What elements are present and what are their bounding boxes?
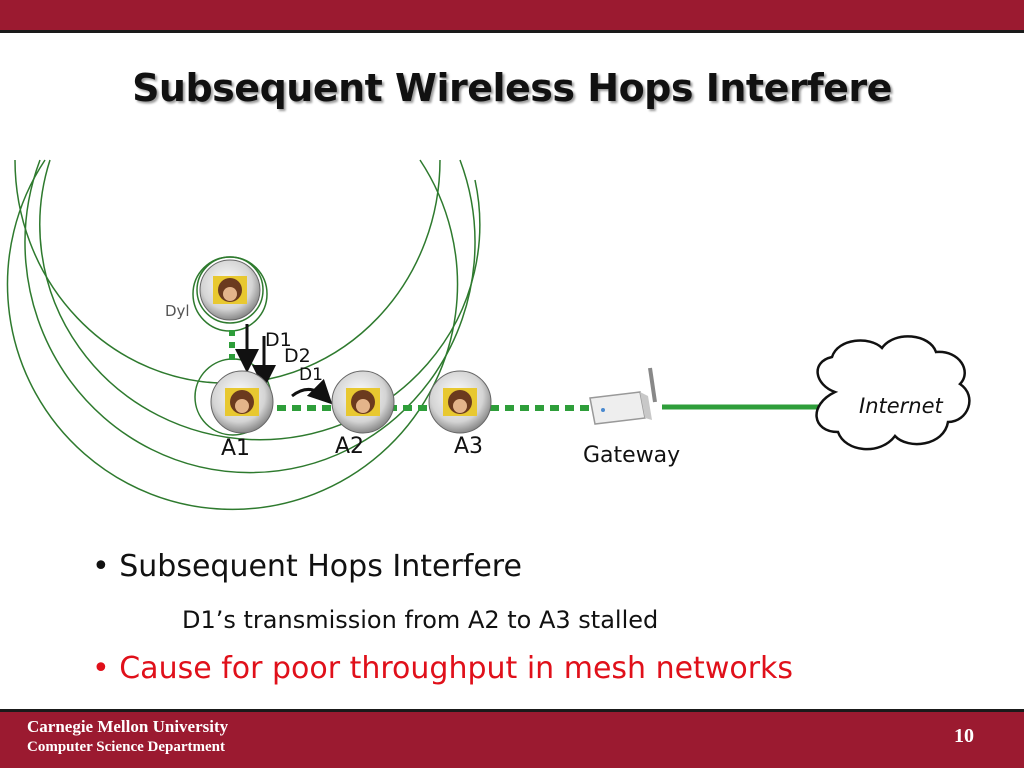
node-a3	[428, 370, 492, 434]
arrow-d1-right	[291, 378, 333, 405]
flow-arrows	[235, 324, 333, 405]
flow-label-d1-top: D1	[265, 329, 292, 351]
internet-label: Internet	[859, 394, 944, 418]
sub-bullet-d1-stalled: D1’s transmission from A2 to A3 stalled	[182, 606, 659, 634]
top-divider	[0, 30, 1024, 33]
footer-university: Carnegie Mellon University	[27, 717, 229, 736]
gateway-device	[589, 367, 657, 425]
page-number: 10	[954, 725, 974, 747]
range-arc-right	[24, 159, 476, 474]
node-a1	[210, 370, 274, 434]
bullet-2-text: Cause for poor throughput in mesh networ…	[119, 651, 794, 686]
footer-banner	[0, 712, 1024, 768]
node-dylan-label: Dyl	[165, 302, 190, 320]
node-a2-label: A2	[335, 434, 364, 459]
range-arc-outer	[39, 159, 481, 441]
bullet-dot: •	[92, 651, 120, 686]
bullet-subsequent-hops: • Subsequent Hops Interfere	[92, 549, 522, 584]
slide-title: Subsequent Wireless Hops Interfere	[132, 66, 892, 110]
top-banner	[0, 0, 1024, 30]
bottom-divider	[0, 709, 1024, 712]
node-a1-label: A1	[221, 436, 250, 461]
wireless-links	[229, 330, 590, 411]
gateway-label: Gateway	[583, 443, 680, 468]
range-circle-dylan-inner	[196, 256, 264, 324]
footer-department: Computer Science Department	[27, 739, 226, 755]
bullet-1-text: Subsequent Hops Interfere	[119, 549, 522, 584]
bullet-dot: •	[92, 549, 120, 584]
bullet-poor-throughput: • Cause for poor throughput in mesh netw…	[92, 651, 793, 686]
flow-label-d2: D2	[284, 345, 311, 367]
node-a3-label: A3	[454, 434, 483, 459]
node-dylan	[199, 259, 261, 321]
internet-cloud	[815, 335, 971, 451]
range-arc-left	[6, 159, 459, 511]
node-a2	[331, 370, 395, 434]
flow-label-d1-bottom: D1	[299, 365, 323, 385]
